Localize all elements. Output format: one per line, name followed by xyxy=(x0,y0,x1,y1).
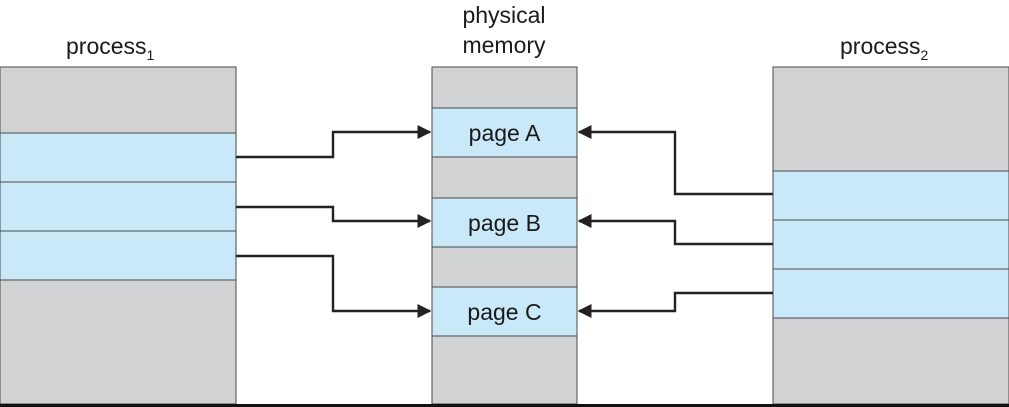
memory-frame-6 xyxy=(431,335,578,405)
process1-column xyxy=(0,66,237,405)
arrow-p2-to-page-b xyxy=(577,214,773,246)
process2-page-2 xyxy=(772,219,1009,270)
baseline-rule xyxy=(0,404,1009,407)
memory-frame-4 xyxy=(431,246,578,288)
process1-page-3 xyxy=(0,230,237,281)
memory-frame-2 xyxy=(431,156,578,199)
arrow-p2-to-page-c xyxy=(577,291,773,318)
memory-page-a xyxy=(431,107,578,158)
process1-block-top xyxy=(0,66,237,134)
physical-memory-title-line2: memory xyxy=(462,32,546,58)
process1-title: process1 xyxy=(66,33,155,63)
memory-frame-0 xyxy=(431,66,578,109)
physical-memory-title-line1: physical xyxy=(462,2,545,28)
process2-page-3 xyxy=(772,268,1009,319)
process2-column xyxy=(772,66,1009,405)
arrow-p1-to-page-c xyxy=(236,254,432,318)
arrow-p1-to-page-b xyxy=(236,205,432,228)
memory-page-b xyxy=(431,197,578,248)
page-b-label: page B xyxy=(468,210,541,236)
process2-block-bottom xyxy=(772,317,1009,405)
process1-page-2 xyxy=(0,181,237,232)
process1-page-1 xyxy=(0,132,237,183)
memory-page-c xyxy=(431,286,578,337)
arrow-p1-to-page-a xyxy=(236,125,432,159)
process2-page-1 xyxy=(772,170,1009,221)
page-a-label: page A xyxy=(469,120,541,146)
page-c-label: page C xyxy=(467,299,541,325)
process2-block-top xyxy=(772,66,1009,172)
physical-memory-column: page A page B page C xyxy=(431,66,578,405)
arrow-p2-to-page-a xyxy=(577,125,773,196)
process2-title: process2 xyxy=(840,33,929,63)
process1-block-bottom xyxy=(0,279,237,405)
